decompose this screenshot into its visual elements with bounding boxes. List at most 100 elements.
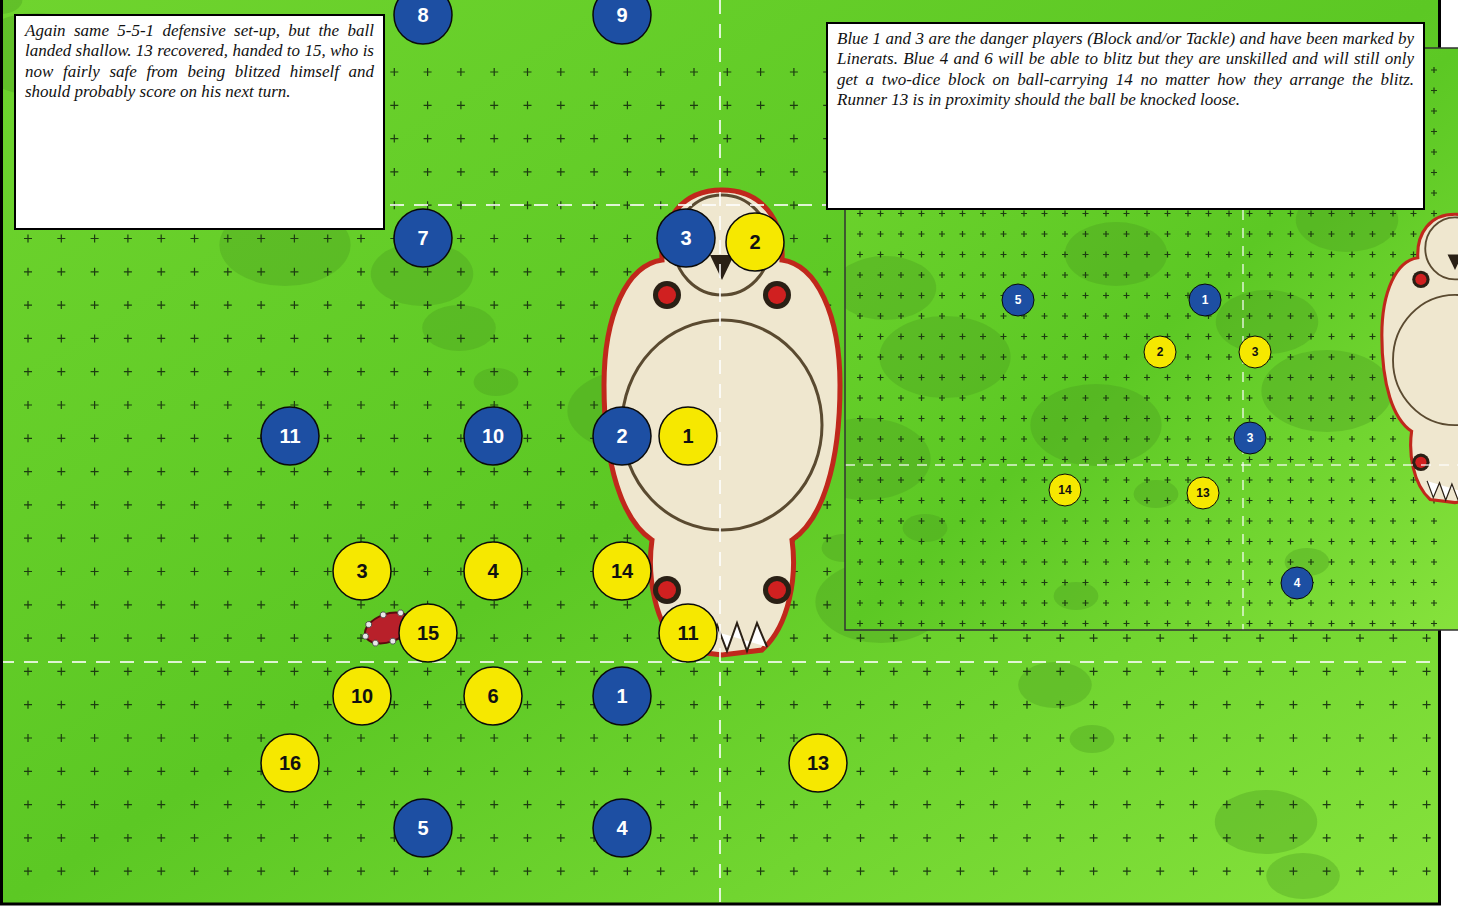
grid-cross bbox=[723, 867, 731, 875]
grid-cross bbox=[357, 334, 365, 342]
grid-cross bbox=[1308, 334, 1314, 340]
grid-cross bbox=[357, 534, 365, 542]
grid-cross bbox=[1389, 767, 1397, 775]
grid-cross bbox=[1042, 272, 1048, 278]
grid-cross bbox=[457, 667, 465, 675]
grid-cross bbox=[1329, 252, 1335, 258]
grid-cross bbox=[1423, 667, 1431, 675]
grid-cross bbox=[1165, 539, 1171, 545]
yellow-player: 15 bbox=[398, 603, 458, 663]
grid-cross bbox=[1431, 211, 1437, 217]
grid-cross bbox=[1083, 231, 1089, 237]
grid-cross bbox=[980, 354, 986, 360]
grid-cross bbox=[1021, 580, 1027, 586]
grid-cross bbox=[191, 801, 199, 809]
grid-cross bbox=[191, 334, 199, 342]
grid-cross bbox=[24, 468, 32, 476]
player-number: 8 bbox=[417, 4, 428, 27]
grid-cross bbox=[898, 293, 904, 299]
grid-cross bbox=[1308, 416, 1314, 422]
grid-cross bbox=[524, 235, 532, 243]
grid-cross bbox=[980, 436, 986, 442]
grid-cross bbox=[224, 368, 232, 376]
grid-cross bbox=[1083, 498, 1089, 504]
grid-cross bbox=[424, 667, 432, 675]
grid-cross bbox=[557, 135, 565, 143]
grid-cross bbox=[857, 701, 865, 709]
grid-cross bbox=[1349, 231, 1355, 237]
grid-cross bbox=[24, 268, 32, 276]
grid-cross bbox=[1349, 621, 1355, 627]
grid-cross bbox=[690, 701, 698, 709]
grid-cross bbox=[1124, 211, 1130, 217]
grid-cross bbox=[1206, 375, 1212, 381]
grid-cross bbox=[898, 559, 904, 565]
grid-cross bbox=[790, 834, 798, 842]
grid-cross bbox=[257, 834, 265, 842]
grid-cross bbox=[1256, 634, 1264, 642]
grid-cross bbox=[857, 313, 863, 319]
grid-cross bbox=[898, 313, 904, 319]
grid-cross bbox=[1389, 701, 1397, 709]
grid-cross bbox=[1349, 293, 1355, 299]
grid-cross bbox=[91, 401, 99, 409]
grid-cross bbox=[390, 867, 398, 875]
grid-cross bbox=[1356, 667, 1364, 675]
grid-cross bbox=[1144, 334, 1150, 340]
grid-cross bbox=[1165, 457, 1171, 463]
grid-cross bbox=[1042, 395, 1048, 401]
grid-cross bbox=[1021, 621, 1027, 627]
grid-cross bbox=[1267, 395, 1273, 401]
grid-cross bbox=[490, 468, 498, 476]
grid-cross bbox=[157, 634, 165, 642]
grid-cross bbox=[1308, 313, 1314, 319]
grid-cross bbox=[898, 375, 904, 381]
grid-cross bbox=[960, 416, 966, 422]
yellow-player: 6 bbox=[463, 666, 523, 726]
grid-cross bbox=[324, 468, 332, 476]
grid-cross bbox=[1226, 354, 1232, 360]
grid-cross bbox=[224, 334, 232, 342]
grid-cross bbox=[1247, 395, 1253, 401]
grid-cross bbox=[939, 539, 945, 545]
grid-cross bbox=[24, 734, 32, 742]
grid-cross bbox=[424, 734, 432, 742]
grid-cross bbox=[1144, 498, 1150, 504]
grid-cross bbox=[590, 301, 598, 309]
grid-cross bbox=[1124, 498, 1130, 504]
grid-cross bbox=[157, 268, 165, 276]
grid-cross bbox=[1124, 395, 1130, 401]
grid-cross bbox=[524, 468, 532, 476]
grid-cross bbox=[1267, 272, 1273, 278]
grid-cross bbox=[1062, 539, 1068, 545]
grid-cross bbox=[657, 734, 665, 742]
grid-cross bbox=[191, 568, 199, 576]
grid-cross bbox=[1288, 416, 1294, 422]
grid-cross bbox=[960, 600, 966, 606]
grid-cross bbox=[1021, 477, 1027, 483]
grid-cross bbox=[1223, 734, 1231, 742]
grid-cross bbox=[357, 368, 365, 376]
grid-cross bbox=[457, 767, 465, 775]
grid-cross bbox=[1390, 518, 1396, 524]
grid-cross bbox=[723, 767, 731, 775]
grid-cross bbox=[1349, 600, 1355, 606]
grid-cross bbox=[1349, 498, 1355, 504]
grid-cross bbox=[157, 334, 165, 342]
grid-cross bbox=[1329, 293, 1335, 299]
grid-cross bbox=[1156, 701, 1164, 709]
grid-cross bbox=[890, 667, 898, 675]
grid-cross bbox=[1288, 539, 1294, 545]
grid-cross bbox=[124, 534, 132, 542]
grid-cross bbox=[1021, 211, 1027, 217]
grid-cross bbox=[1185, 272, 1191, 278]
grid-cross bbox=[823, 601, 831, 609]
grid-cross bbox=[324, 601, 332, 609]
grid-cross bbox=[890, 767, 898, 775]
grid-cross bbox=[124, 734, 132, 742]
grid-cross bbox=[1021, 498, 1027, 504]
turf-patch bbox=[1134, 480, 1179, 508]
grid-cross bbox=[1247, 457, 1253, 463]
grid-cross bbox=[457, 168, 465, 176]
grid-cross bbox=[1247, 231, 1253, 237]
